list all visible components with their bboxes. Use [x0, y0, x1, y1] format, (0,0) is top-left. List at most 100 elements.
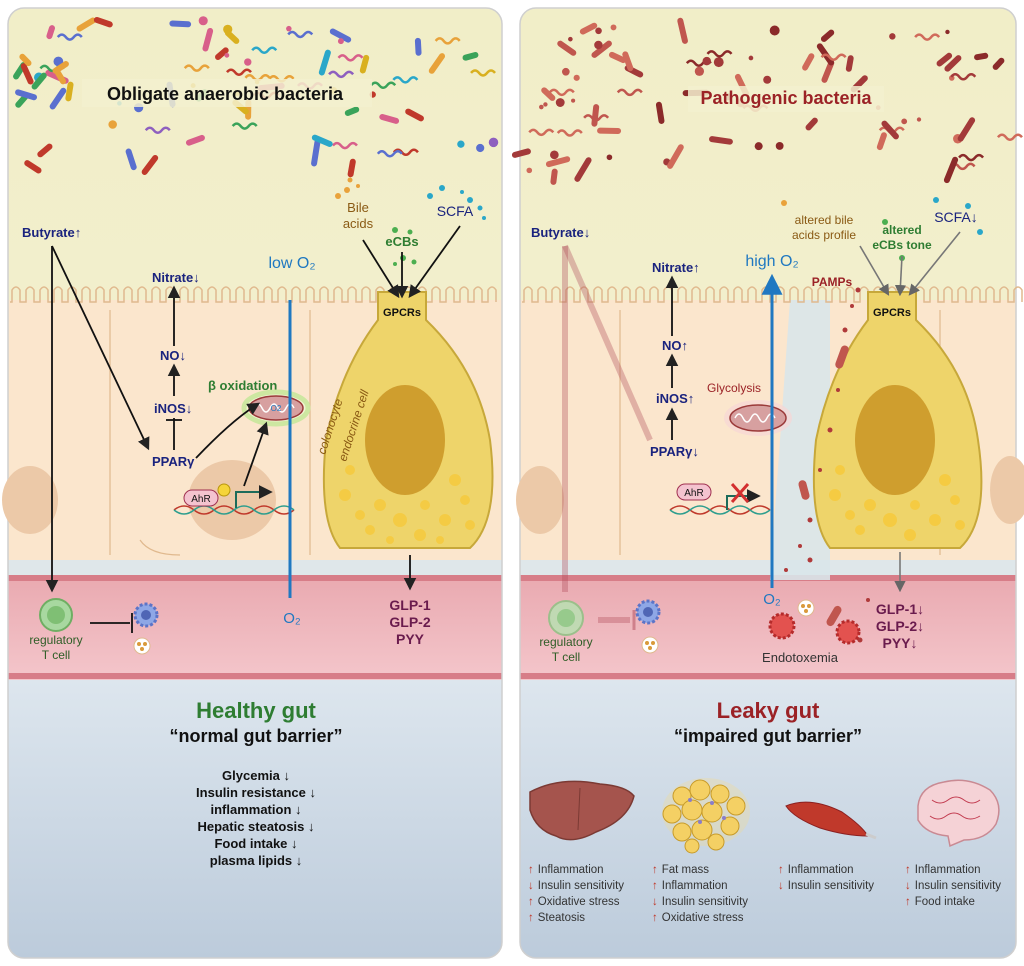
bacterium	[821, 59, 835, 83]
bacterium	[610, 24, 617, 31]
bacterium	[548, 88, 575, 97]
effect-item: Food intake ↓	[214, 836, 297, 851]
bacterium	[702, 56, 712, 66]
bacterium	[996, 133, 1023, 142]
bacterium	[428, 53, 446, 74]
ecbs-label-leaky-1: altered	[882, 223, 921, 237]
nucleus	[516, 466, 564, 534]
nitrate-label-leaky: Nitrate↑	[652, 260, 700, 275]
bacterium	[457, 140, 465, 148]
inos-label-leaky: iNOS↑	[656, 391, 694, 406]
bacterium	[231, 122, 258, 130]
glycolysis-label: Glycolysis	[707, 381, 761, 395]
bacterium	[616, 88, 643, 97]
bacterium	[31, 72, 47, 90]
ecbs-label-leaky-2: eCBs tone	[872, 238, 932, 252]
bacterium	[748, 55, 754, 61]
bacterium	[52, 61, 69, 74]
bacterium	[20, 63, 34, 85]
bacterium	[594, 40, 603, 50]
endocrine-cell	[322, 291, 494, 549]
effect-item: inflammation ↓	[210, 802, 301, 817]
bacterium	[488, 137, 499, 148]
bacterium	[889, 33, 896, 40]
effect-item: Insulin resistance ↓	[196, 785, 316, 800]
svg-text:↑Food intake: ↑Food intake	[905, 896, 975, 908]
bacteria-label: Obligate anaerobic bacteria	[107, 84, 344, 104]
bacterium	[470, 69, 497, 77]
bacterium	[713, 57, 724, 68]
lamina-propria	[8, 575, 502, 680]
bacterium	[37, 143, 53, 158]
bacterium	[550, 150, 559, 160]
bacterium	[706, 50, 733, 58]
nucleus	[990, 456, 1024, 524]
bacterium	[56, 33, 83, 41]
effect-item: Glycemia ↓	[222, 768, 290, 783]
bacterium	[414, 37, 422, 56]
svg-text:↑Oxidative stress: ↑Oxidative stress	[652, 912, 744, 924]
bacterium	[769, 25, 780, 36]
nitrate-label: Nitrate↓	[152, 270, 200, 285]
svg-text:↑Inflammation: ↑Inflammation	[652, 880, 728, 892]
o2-bottom-label-leaky: O₂	[763, 591, 781, 608]
bacterium	[215, 47, 229, 61]
beta-oxidation-label: β oxidation	[208, 378, 277, 393]
ppar-label-leaky: PPARγ↓	[650, 444, 699, 459]
scfa-label-leaky: SCFA↓	[934, 209, 978, 225]
svg-text:↓Insulin sensitivity: ↓Insulin sensitivity	[778, 880, 874, 892]
bacterium	[568, 36, 573, 42]
mito-o2-label: O2	[271, 404, 282, 413]
endotoxemia-label: Endotoxemia	[762, 650, 839, 665]
bacterium	[15, 89, 38, 101]
bacterium	[901, 118, 908, 125]
bacterium	[337, 54, 364, 62]
bacterium	[608, 51, 627, 64]
bacterium	[526, 167, 533, 174]
bacterium	[992, 57, 1005, 70]
regulatory-t-cell-leaky	[548, 600, 584, 636]
bacterium	[677, 17, 688, 44]
bacterium	[347, 158, 356, 178]
bacterium	[318, 49, 331, 76]
treg-label-1: regulatory	[29, 633, 82, 647]
translocating-bacteria	[798, 345, 849, 627]
bacterium	[974, 52, 989, 61]
bacterium	[392, 76, 419, 84]
hormone-glp2-leaky: GLP-2↓	[876, 618, 924, 634]
bacterium	[226, 68, 252, 76]
bacterium	[528, 128, 555, 137]
bacterium	[19, 53, 32, 67]
pathway-arrows-leaky	[562, 244, 679, 630]
bacterium	[550, 168, 558, 185]
systemic-area	[8, 680, 502, 958]
bacterium	[591, 40, 612, 58]
bacterium	[251, 46, 278, 54]
bacterium	[541, 87, 556, 101]
bacterium	[667, 144, 684, 169]
bacterium	[950, 73, 977, 81]
bacterium	[944, 55, 962, 72]
bacterium	[224, 30, 240, 44]
bacterium	[46, 25, 56, 40]
ahr-dna-leaky: AhR	[669, 483, 771, 515]
bacterium	[54, 69, 67, 85]
bacterium	[622, 51, 634, 72]
bacterium	[914, 33, 941, 41]
bacterium	[108, 120, 117, 129]
bacterium	[198, 16, 208, 26]
regulatory-t-cell	[39, 598, 73, 632]
ppar-label: PPARγ	[152, 454, 195, 469]
butyrate-label-leaky: Butyrate↓	[531, 225, 590, 240]
bacterium	[579, 22, 598, 35]
svg-text:↑Inflammation: ↑Inflammation	[528, 864, 604, 876]
liver-effects: ↑Inflammation ↓Insulin sensitivity ↑Oxid…	[528, 864, 624, 924]
bacterium	[185, 134, 205, 146]
healthy-subtitle: “normal gut barrier”	[169, 726, 342, 746]
bacterium	[476, 143, 485, 153]
leaky-subtitle: “impaired gut barrier”	[674, 726, 862, 746]
ahr-dna: AhR	[173, 483, 295, 515]
bacterium	[24, 160, 42, 174]
lamina-propria-leaky	[520, 575, 1016, 680]
bacterium	[881, 120, 899, 140]
